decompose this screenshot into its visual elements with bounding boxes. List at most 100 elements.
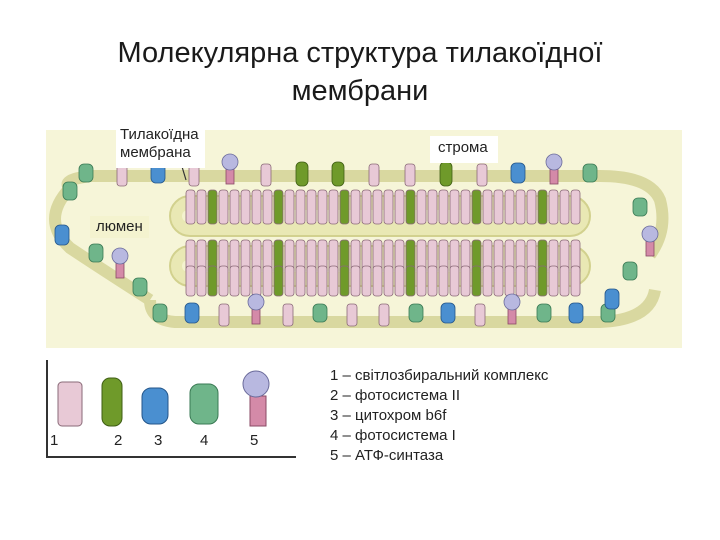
photosystem-ii [273, 265, 284, 297]
light-harvesting-complex [493, 189, 504, 225]
key-number-4: 4 [200, 432, 209, 449]
legend-item-1: 1 – світлозбиральний комплекс [330, 367, 549, 384]
light-harvesting-complex [251, 265, 262, 297]
light-harvesting-complex [295, 265, 306, 297]
photosystem-ii [439, 161, 453, 187]
photosystem-ii [331, 161, 345, 187]
light-harvesting-complex [394, 189, 405, 225]
light-harvesting-complex [526, 265, 537, 297]
light-harvesting-complex [416, 265, 427, 297]
light-harvesting-complex [306, 265, 317, 297]
title-line-2: мембрани [291, 75, 429, 107]
photosystem-i [632, 197, 648, 217]
page-title: Молекулярна структура тилакоїдної мембра… [60, 34, 660, 110]
cytochrome-b6f [604, 288, 620, 310]
light-harvesting-complex [460, 189, 471, 225]
photosystem-i [62, 181, 78, 201]
photosystem-ii [273, 189, 284, 225]
light-harvesting-complex [526, 189, 537, 225]
light-harvesting-complex [284, 189, 295, 225]
cytochrome-b6f [440, 302, 456, 324]
photosystem-i [408, 303, 424, 323]
light-harvesting-complex [427, 189, 438, 225]
light-harvesting-complex [306, 189, 317, 225]
legend-key-shapes [57, 370, 270, 427]
photosystem-ii [339, 189, 350, 225]
light-harvesting-complex [346, 303, 358, 327]
light-harvesting-complex [460, 265, 471, 297]
light-harvesting-complex [240, 265, 251, 297]
photosystem-ii [339, 265, 350, 297]
light-harvesting-complex [218, 189, 229, 225]
key-light-harvesting-complex [57, 381, 83, 427]
key-number-3: 3 [154, 432, 163, 449]
atp-synthase-head [641, 225, 659, 243]
light-harvesting-complex [317, 189, 328, 225]
photosystem-i [536, 303, 552, 323]
cytochrome-b6f [568, 302, 584, 324]
legend-item-2: 2 – фотосистема II [330, 387, 460, 404]
photosystem-ii [537, 265, 548, 297]
atp-synthase-head [221, 153, 239, 171]
light-harvesting-complex [449, 189, 460, 225]
cytochrome-b6f [184, 302, 200, 324]
light-harvesting-complex [383, 265, 394, 297]
light-harvesting-complex [438, 265, 449, 297]
membrane-label-line-2: мембрана [120, 144, 191, 161]
atp-synthase-head [545, 153, 563, 171]
light-harvesting-complex [262, 189, 273, 225]
light-harvesting-complex [548, 189, 559, 225]
left-membrane-loop [49, 183, 154, 306]
upper-membrane [61, 170, 669, 259]
key-number-5: 5 [250, 432, 259, 449]
light-harvesting-complex [361, 265, 372, 297]
photosystem-i [622, 261, 638, 281]
light-harvesting-complex [372, 189, 383, 225]
key-photosystem-i [189, 383, 219, 425]
light-harvesting-complex [482, 189, 493, 225]
light-harvesting-complex [240, 189, 251, 225]
photosystem-i [152, 303, 168, 323]
light-harvesting-complex [185, 265, 196, 297]
light-harvesting-complex [260, 163, 272, 187]
light-harvesting-complex [317, 265, 328, 297]
light-harvesting-complex [251, 189, 262, 225]
key-number-1: 1 [50, 432, 59, 449]
light-harvesting-complex [218, 303, 230, 327]
light-harvesting-complex [372, 265, 383, 297]
key-cytochrome-b6f [141, 387, 169, 425]
light-harvesting-complex [404, 163, 416, 187]
light-harvesting-complex [196, 265, 207, 297]
light-harvesting-complex [570, 265, 581, 297]
atp-synthase-head [503, 293, 521, 311]
light-harvesting-complex [284, 265, 295, 297]
light-harvesting-complex [515, 265, 526, 297]
light-harvesting-complex [282, 303, 294, 327]
photosystem-ii [405, 265, 416, 297]
key-number-2: 2 [114, 432, 123, 449]
photosystem-i [312, 303, 328, 323]
light-harvesting-complex [493, 265, 504, 297]
light-harvesting-complex [504, 265, 515, 297]
legend-item-4: 4 – фотосистема I [330, 427, 456, 444]
cytochrome-b6f [510, 162, 526, 184]
cytochrome-b6f [54, 224, 70, 246]
lumen-label: люмен [90, 216, 149, 238]
photosystem-i [88, 243, 104, 263]
light-harvesting-complex [328, 189, 339, 225]
legend-item-5: 5 – АТФ-синтаза [330, 447, 444, 464]
light-harvesting-complex [474, 303, 486, 327]
light-harvesting-complex [559, 265, 570, 297]
light-harvesting-complex [328, 265, 339, 297]
key-atp-synthase-head [242, 370, 270, 398]
atp-synthase-head [111, 247, 129, 265]
light-harvesting-complex [427, 265, 438, 297]
light-harvesting-complex [504, 189, 515, 225]
light-harvesting-complex [218, 265, 229, 297]
photosystem-i [78, 163, 94, 183]
legend-list: 1 – світлозбиральний комплекс 2 – фотоси… [330, 366, 548, 466]
light-harvesting-complex [570, 189, 581, 225]
light-harvesting-complex [383, 189, 394, 225]
light-harvesting-complex [378, 303, 390, 327]
